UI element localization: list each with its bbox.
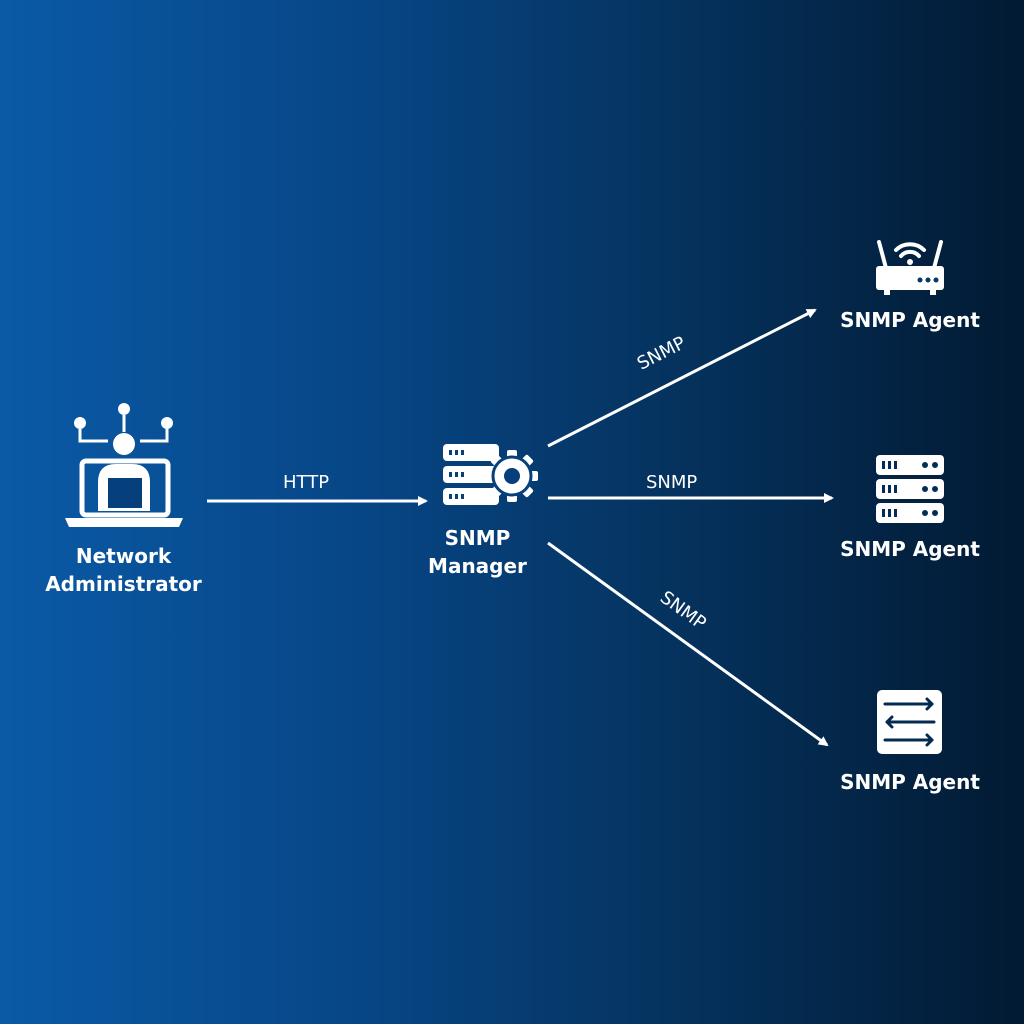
node-label-line: Manager — [428, 554, 527, 578]
node-label-agent-router: SNMP Agent — [840, 308, 980, 332]
edge-label-snmp-server: SNMP — [646, 472, 698, 493]
node-label-network-administrator: Network Administrator — [22, 542, 225, 598]
edge-snmp-manager-router — [547, 308, 817, 448]
node-label-line: SNMP — [444, 526, 511, 550]
node-label-agent-switch: SNMP Agent — [840, 770, 980, 794]
node-label-snmp-manager: SNMP Manager — [410, 524, 545, 580]
network-switch-icon — [877, 690, 942, 754]
node-label-agent-server: SNMP Agent — [840, 537, 980, 561]
edge-label-http: HTTP — [283, 472, 330, 493]
admin-laptop-network-icon — [65, 403, 183, 527]
edge-snmp-manager-switch — [547, 541, 829, 747]
server-rack-icon — [876, 455, 944, 523]
node-label-line: Network — [75, 544, 172, 568]
wifi-router-icon — [876, 240, 944, 295]
node-label-line: Administrator — [45, 572, 202, 596]
server-gear-icon — [443, 444, 538, 505]
